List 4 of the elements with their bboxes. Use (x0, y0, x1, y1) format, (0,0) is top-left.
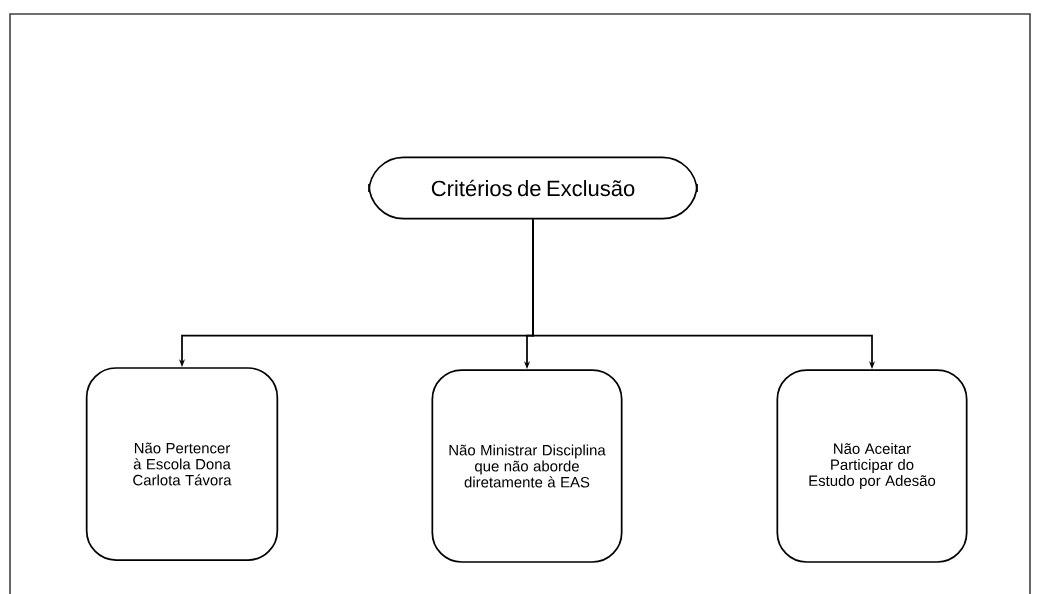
criterion-box: Não Aceitar Participar do Estudo por Adesão (776, 369, 968, 563)
title-box: Critérios de Exclusão (368, 156, 698, 220)
criterion-box: Não Ministrar Disciplina que não aborde diretamente à EAS (431, 369, 623, 563)
criterion-box: Não Pertencer à Escola Dona Carlota Távora (85, 367, 279, 561)
